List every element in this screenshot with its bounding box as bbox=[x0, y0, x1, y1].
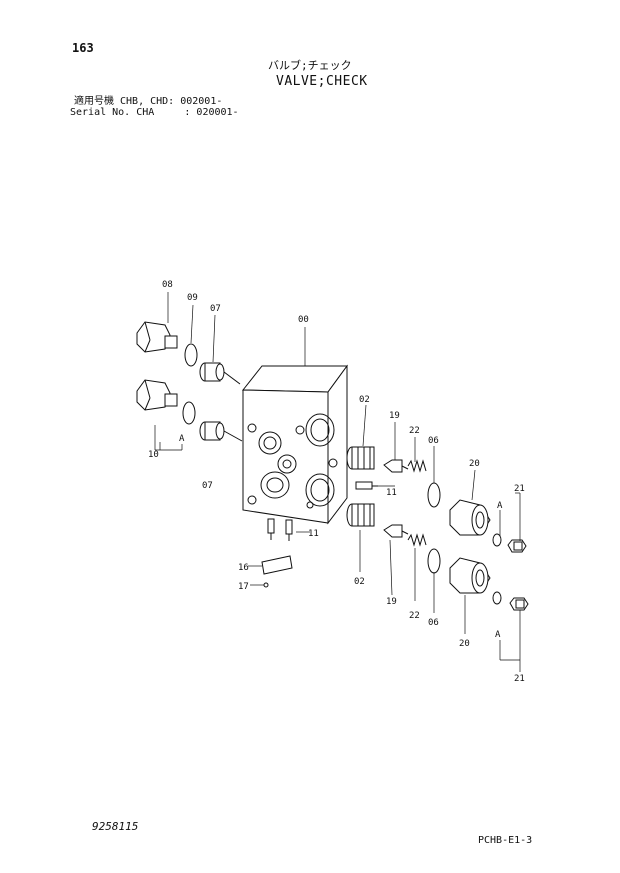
label-a-lower-right: A bbox=[495, 630, 501, 640]
bolts-11-lower bbox=[267, 518, 293, 541]
o-ring-small-lower bbox=[492, 591, 502, 605]
plug-upper bbox=[136, 321, 178, 353]
label-10: 10 bbox=[148, 450, 159, 460]
poppet-upper-07 bbox=[199, 362, 241, 385]
spring-upper-22 bbox=[407, 459, 427, 473]
label-06-lower: 06 bbox=[428, 618, 439, 628]
plug-cap-upper-20 bbox=[449, 499, 491, 536]
label-16: 16 bbox=[238, 563, 249, 573]
o-ring-lower bbox=[182, 401, 196, 425]
o-ring-lower-06 bbox=[427, 548, 441, 574]
plug-small-upper-21 bbox=[507, 539, 527, 553]
plug-small-lower-21 bbox=[509, 597, 529, 611]
serial-line-applicable: 適用号機 CHB, CHD: 002001- bbox=[74, 96, 223, 107]
label-20-lower: 20 bbox=[459, 639, 470, 649]
label-22-upper: 22 bbox=[409, 426, 420, 436]
label-22-lower: 22 bbox=[409, 611, 420, 621]
label-a-upper-right: A bbox=[497, 501, 503, 511]
label-a-left: A bbox=[179, 434, 185, 444]
page-number: 163 bbox=[72, 41, 94, 55]
leader-lines bbox=[154, 292, 521, 672]
label-07-upper: 07 bbox=[210, 304, 221, 314]
label-07-lower: 07 bbox=[202, 481, 213, 491]
label-02-lower: 02 bbox=[354, 577, 365, 587]
label-17: 17 bbox=[238, 582, 249, 592]
document-number: 9258115 bbox=[92, 820, 139, 833]
label-11-lower: 11 bbox=[308, 529, 319, 539]
o-ring-small-upper bbox=[492, 533, 502, 547]
plug-lower bbox=[136, 379, 178, 411]
poppet-lower-07 bbox=[199, 421, 243, 442]
plug-cap-lower-20 bbox=[449, 557, 491, 594]
label-11-upper: 11 bbox=[386, 488, 397, 498]
title-japanese: バルブ;チェック bbox=[268, 59, 352, 72]
label-08: 08 bbox=[162, 280, 173, 290]
label-21-lower: 21 bbox=[514, 674, 525, 684]
o-ring-upper-09 bbox=[184, 343, 198, 367]
page-reference: PCHB-E1-3 bbox=[478, 835, 533, 846]
label-02-upper: 02 bbox=[359, 395, 370, 405]
poppet-lower-19 bbox=[383, 524, 409, 538]
spring-lower-22 bbox=[407, 533, 427, 547]
rivet-17 bbox=[263, 582, 269, 588]
label-19-upper: 19 bbox=[389, 411, 400, 421]
label-20-upper: 20 bbox=[469, 459, 480, 469]
o-ring-upper-06 bbox=[427, 482, 441, 508]
label-09: 09 bbox=[187, 293, 198, 303]
label-21-upper: 21 bbox=[514, 484, 525, 494]
nameplate-16 bbox=[261, 555, 293, 575]
poppet-upper-19 bbox=[383, 459, 409, 473]
serial-line-number: Serial No. CHA : 020001- bbox=[70, 107, 239, 118]
check-sleeve-upper-02 bbox=[346, 446, 375, 470]
label-06-upper: 06 bbox=[428, 436, 439, 446]
check-sleeve-lower-02 bbox=[346, 503, 375, 527]
label-19-lower: 19 bbox=[386, 597, 397, 607]
bolt-11-upper bbox=[355, 481, 378, 490]
valve-body bbox=[241, 364, 348, 525]
title-english: VALVE;CHECK bbox=[276, 74, 368, 89]
label-00: 00 bbox=[298, 315, 309, 325]
